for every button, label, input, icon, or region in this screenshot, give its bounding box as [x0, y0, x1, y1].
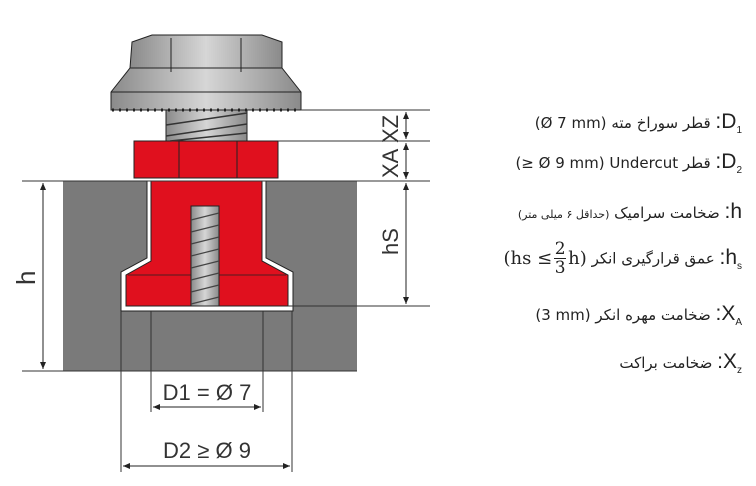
- d2-label: D2 ≥ Ø 9: [163, 438, 251, 463]
- legend-xa: XA: ضخامت مهره انکر (3 mm): [535, 302, 742, 329]
- d1-label: D1 = Ø 7: [163, 380, 252, 405]
- legend-xz: Xz: ضخامت براکت: [619, 350, 742, 377]
- legend-d2: D2: قطر Undercut (≥ Ø 9 mm): [515, 150, 742, 177]
- anchor-nut: [133, 140, 279, 179]
- legend-d1: D1: قطر سوراخ مته (Ø 7 mm): [534, 110, 742, 137]
- hs-label: hS: [378, 228, 403, 255]
- bolt-hex-head: [129, 34, 283, 69]
- xa-label: XA: [378, 148, 403, 178]
- xz-label: XZ: [378, 115, 403, 143]
- h-label: h: [11, 271, 41, 285]
- legend-h: h: ضخامت سرامیک (حداقل ۶ میلی متر): [517, 200, 742, 223]
- bolt-flange: [110, 67, 302, 111]
